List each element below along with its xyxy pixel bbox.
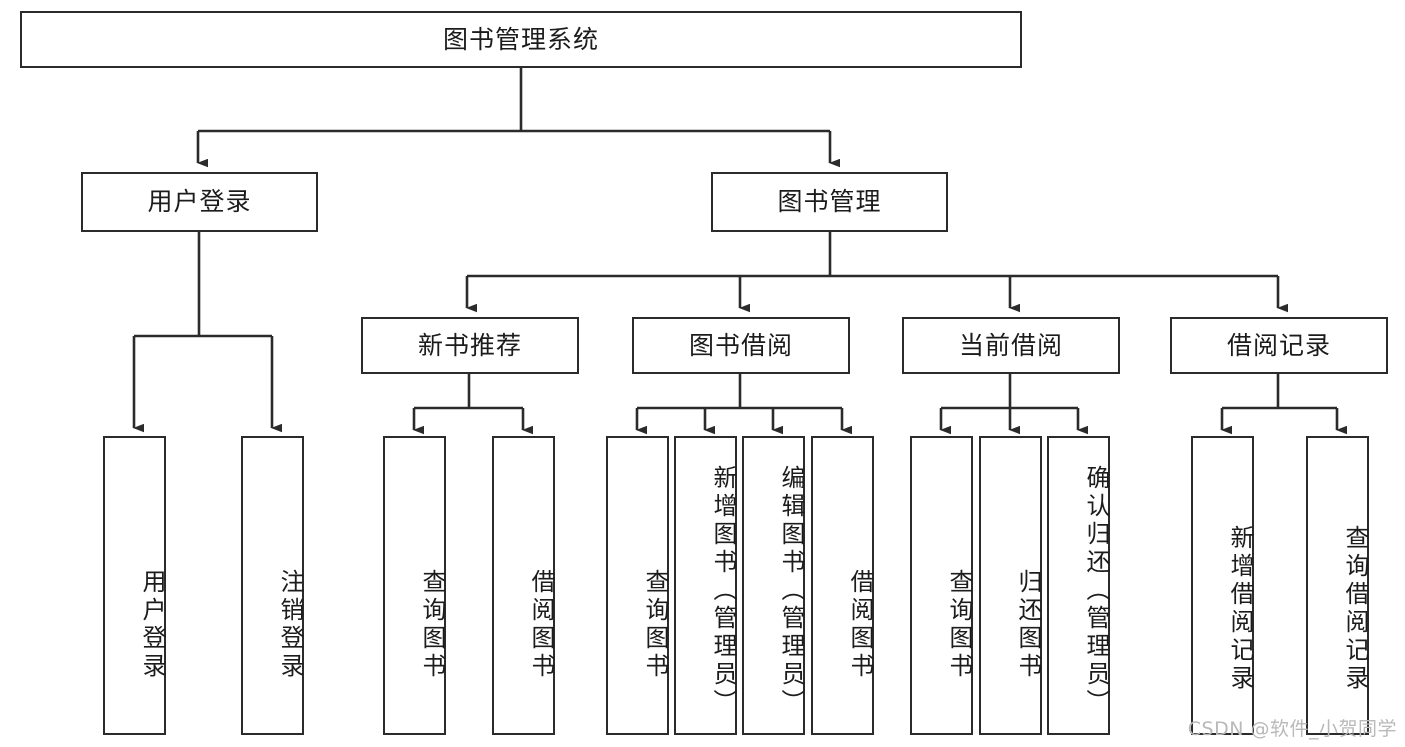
leaf-user-login[interactable]: 用户登录 — [103, 436, 166, 735]
node-user-login[interactable]: 用户登录 — [81, 172, 318, 232]
csdn-watermark: CSDN @软件_小贺同学 — [1187, 718, 1397, 740]
node-root-system-label: 图书管理系统 — [442, 24, 599, 54]
leaf-query-borrow-record-label: 查询借阅记录 — [1341, 524, 1369, 693]
leaf-lend-book[interactable]: 借阅图书 — [811, 436, 874, 735]
leaf-logout-label: 注销登录 — [276, 568, 304, 681]
leaf-add-book-admin-label: 新增图书（管理员） — [709, 464, 737, 717]
node-book-management-label: 图书管理 — [777, 187, 882, 217]
node-user-login-label: 用户登录 — [147, 187, 252, 217]
leaf-user-login-label: 用户登录 — [138, 568, 166, 681]
leaf-query-book-recommend[interactable]: 查询图书 — [383, 436, 446, 735]
node-borrow-record[interactable]: 借阅记录 — [1170, 317, 1388, 374]
leaf-add-borrow-record[interactable]: 新增借阅记录 — [1191, 436, 1254, 735]
leaf-logout[interactable]: 注销登录 — [241, 436, 304, 735]
leaf-add-borrow-record-label: 新增借阅记录 — [1226, 524, 1254, 693]
leaf-query-book-current-label: 查询图书 — [945, 568, 973, 681]
node-current-borrow-label: 当前借阅 — [958, 330, 1063, 360]
leaf-return-book-label: 归还图书 — [1014, 568, 1042, 681]
node-borrow-record-label: 借阅记录 — [1226, 330, 1331, 360]
leaf-query-book-current[interactable]: 查询图书 — [910, 436, 973, 735]
leaf-query-book-recommend-label: 查询图书 — [418, 568, 446, 681]
leaf-confirm-return-admin-label: 确认归还（管理员） — [1082, 464, 1110, 717]
leaf-query-borrow-record[interactable]: 查询借阅记录 — [1306, 436, 1369, 735]
node-book-borrow-label: 图书借阅 — [688, 330, 793, 360]
leaf-borrow-book-recommend[interactable]: 借阅图书 — [492, 436, 555, 735]
node-book-borrow[interactable]: 图书借阅 — [632, 317, 850, 374]
leaf-edit-book-admin[interactable]: 编辑图书（管理员） — [742, 436, 805, 735]
leaf-return-book[interactable]: 归还图书 — [979, 436, 1042, 735]
leaf-query-book-borrow[interactable]: 查询图书 — [606, 436, 669, 735]
node-new-book-recommend[interactable]: 新书推荐 — [361, 317, 579, 374]
leaf-confirm-return-admin[interactable]: 确认归还（管理员） — [1047, 436, 1110, 735]
leaf-query-book-borrow-label: 查询图书 — [641, 568, 669, 681]
node-root-system[interactable]: 图书管理系统 — [20, 11, 1022, 68]
node-current-borrow[interactable]: 当前借阅 — [902, 317, 1120, 374]
node-new-book-recommend-label: 新书推荐 — [417, 330, 522, 360]
leaf-borrow-book-recommend-label: 借阅图书 — [527, 568, 555, 681]
node-book-management[interactable]: 图书管理 — [711, 172, 948, 232]
leaf-add-book-admin[interactable]: 新增图书（管理员） — [674, 436, 737, 735]
leaf-edit-book-admin-label: 编辑图书（管理员） — [777, 464, 805, 717]
leaf-lend-book-label: 借阅图书 — [846, 568, 874, 681]
